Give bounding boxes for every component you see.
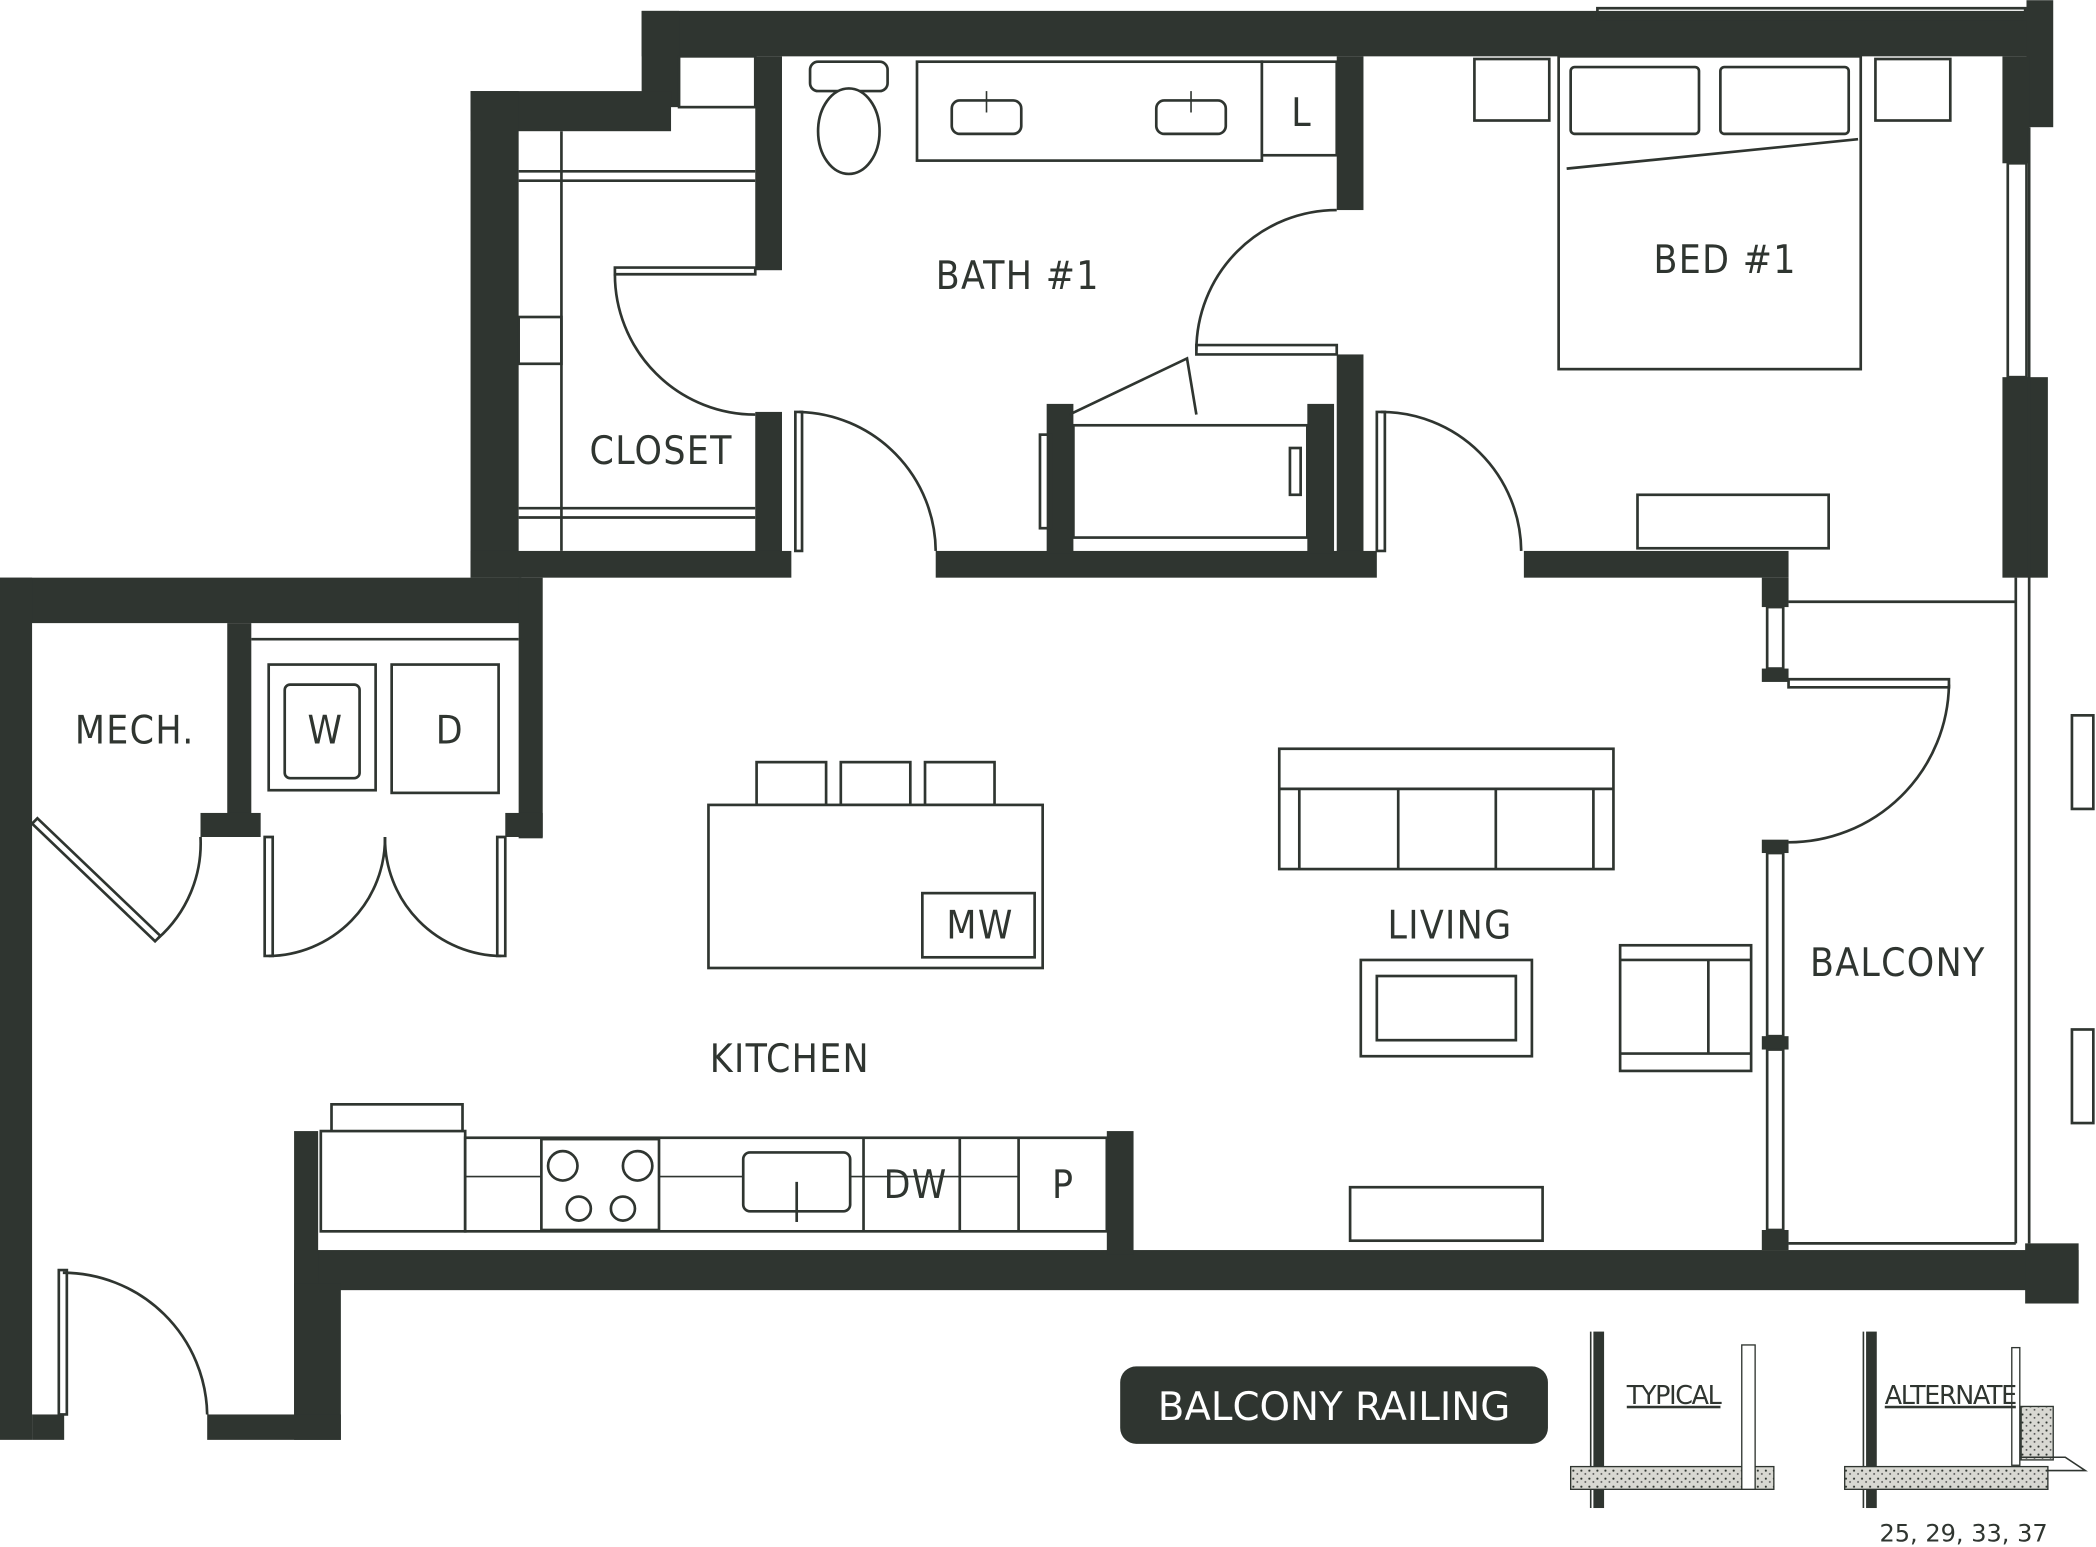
washer-label: W (307, 708, 343, 753)
nightstand (1874, 57, 1952, 122)
burner-icon (565, 1195, 593, 1222)
stool (923, 760, 996, 807)
refrigerator (319, 1129, 467, 1233)
balcony-railing-legend: BALCONY RAILING TYPICAL ALTERNATE 25, 29… (1120, 1331, 2088, 1547)
dresser (1636, 493, 1830, 550)
closet-shelving (517, 55, 757, 551)
fridge-top (330, 1103, 464, 1136)
dishwasher-label: DW (884, 1163, 948, 1208)
railing-typical-detail: TYPICAL (1569, 1331, 1775, 1509)
legend-title: BALCONY RAILING (1158, 1385, 1511, 1430)
pillow (1719, 65, 1851, 136)
stool (755, 760, 828, 807)
room-label-mech: MECH. (75, 708, 195, 753)
media-console (1348, 1185, 1544, 1243)
room-label-bath: BATH #1 (936, 254, 1100, 299)
room-label-kitchen: KITCHEN (710, 1037, 870, 1082)
dryer-label: D (436, 708, 464, 753)
room-label-bed: BED #1 (1654, 238, 1797, 283)
laundry: W D MECH. (75, 637, 519, 795)
walls (0, 0, 2095, 1440)
room-label-balcony: BALCONY (1810, 941, 1986, 986)
microwave-label: MW (946, 904, 1013, 949)
toilet-tank-icon (808, 60, 889, 93)
bedroom-furniture: BED #1 (1473, 55, 1952, 550)
stool (839, 760, 912, 807)
alternate-units: 25, 29, 33, 37 (1879, 1519, 2047, 1547)
railing-alternate-detail: ALTERNATE 25, 29, 33, 37 (1844, 1331, 2088, 1547)
range (540, 1137, 661, 1232)
sofa (1277, 747, 1615, 871)
pillow (1569, 65, 1701, 136)
kitchen-island: MW KITCHEN (707, 760, 1044, 1082)
kitchen-counter: DW P (319, 1103, 1109, 1233)
nightstand (1473, 57, 1551, 122)
linen-closet (1260, 60, 1339, 157)
doors[interactable] (30, 208, 1951, 1416)
typical-label: TYPICAL (1626, 1380, 1722, 1410)
armchair (1618, 943, 1753, 1073)
burner-icon (621, 1149, 654, 1182)
shower (1072, 423, 1309, 539)
room-label-living: LIVING (1388, 904, 1513, 949)
legend-title-pill (1120, 1366, 1548, 1444)
microwave (921, 891, 1036, 959)
living-furniture: LIVING BALCONY (1277, 747, 1986, 1243)
linen-label: L (1291, 91, 1312, 136)
toilet-icon (816, 87, 881, 176)
pantry-label: P (1052, 1163, 1074, 1208)
bath-fixtures: L BATH #1 (808, 60, 1339, 539)
dryer (390, 663, 500, 795)
burner-icon (546, 1149, 579, 1182)
burner-icon (609, 1195, 637, 1222)
alternate-label: ALTERNATE (1885, 1380, 2016, 1410)
room-label-closet: CLOSET (590, 429, 733, 474)
